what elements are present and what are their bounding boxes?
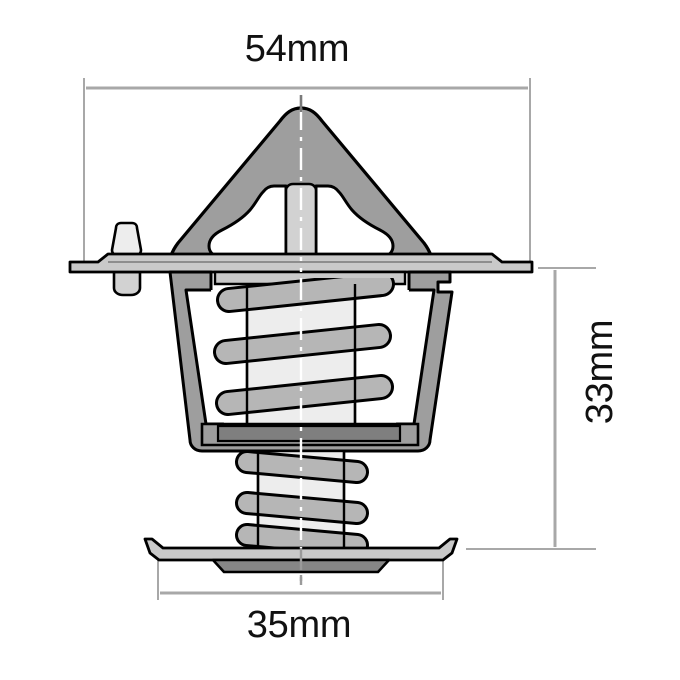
main-spring-coil-1 [219, 278, 392, 310]
bracket-cutout-left [207, 184, 288, 258]
dimension-width-54mm [83, 78, 531, 268]
dimension-label-base: 35mm [246, 604, 352, 646]
jiggle-pin-shaft [112, 270, 142, 297]
dimension-lines-group [83, 78, 596, 600]
dimension-height-33mm [466, 267, 596, 550]
dimension-label-width: 54mm [244, 28, 350, 70]
jiggle-pin-head [110, 221, 143, 257]
body-cup-bottom-inner [216, 424, 402, 443]
body-cup-wall [168, 270, 454, 453]
dimension-label-height: 33mm [579, 319, 621, 425]
bracket-cutout-right [314, 184, 395, 258]
body-cup [168, 270, 454, 453]
main-spring-coil-2 [216, 326, 389, 362]
